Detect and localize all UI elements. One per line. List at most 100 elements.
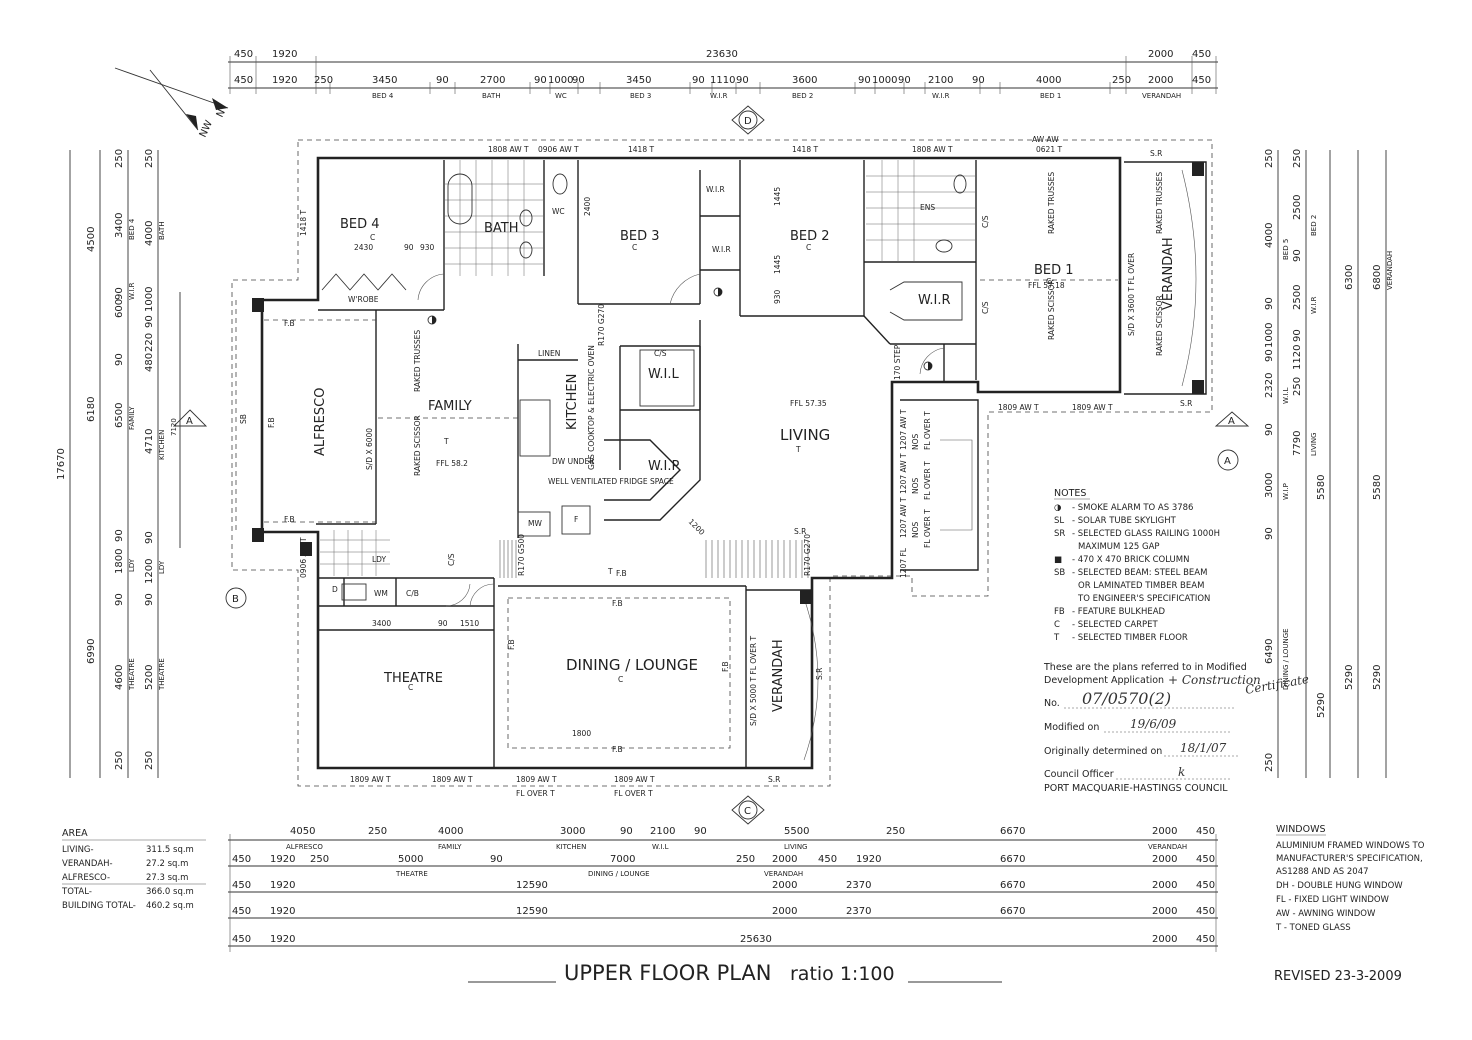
dim-bottom1: 6670 bbox=[1000, 826, 1025, 837]
notes-item: OR LAMINATED TIMBER BEAM bbox=[1078, 581, 1204, 591]
dim-top2: 1110 bbox=[710, 75, 735, 86]
area-value: 27.3 sq.m bbox=[146, 873, 188, 883]
dim-right-label: BED 5 bbox=[1282, 239, 1290, 260]
area-label: VERANDAH- bbox=[62, 859, 113, 869]
dim-right: 2500 bbox=[1292, 195, 1303, 220]
door-swing bbox=[445, 583, 471, 607]
dim-top-label: VERANDAH bbox=[1142, 92, 1181, 100]
room-dim: 90 bbox=[438, 619, 448, 628]
dim-left: 250 bbox=[114, 751, 125, 770]
dim-left: 90 bbox=[144, 315, 155, 328]
dim-bottom4: 450 bbox=[1196, 906, 1215, 917]
dim-bottom-label: W.I.L bbox=[652, 843, 669, 851]
dim-bottom1: 250 bbox=[886, 826, 905, 837]
dim-left-label: BED 4 bbox=[128, 218, 136, 240]
dim-bottom2: 250 bbox=[310, 854, 329, 865]
notes-item: - SELECTED CARPET bbox=[1072, 620, 1159, 630]
dim-bottom-label: ALFRESCO bbox=[286, 843, 323, 851]
floor-timber: T bbox=[795, 445, 801, 454]
step-note: 170 STEP bbox=[893, 344, 902, 380]
room-living: LIVING bbox=[780, 426, 830, 444]
dim-right: 6800 bbox=[1372, 265, 1383, 290]
section-marker-b: B bbox=[225, 587, 247, 609]
door-swing bbox=[669, 273, 701, 305]
windows-line: FL - FIXED LIGHT WINDOW bbox=[1276, 895, 1390, 905]
notes-item: - SMOKE ALARM TO AS 3786 bbox=[1072, 503, 1193, 513]
building-outline bbox=[231, 139, 1213, 787]
dim-top2: 3450 bbox=[626, 75, 651, 86]
notes-item: - SELECTED TIMBER FLOOR bbox=[1072, 633, 1188, 643]
dim-bottom4: 6670 bbox=[1000, 906, 1025, 917]
dim-left: 4600 bbox=[114, 665, 125, 690]
dim-bottom2: 1920 bbox=[856, 854, 881, 865]
dim-top2: 2000 bbox=[1148, 75, 1173, 86]
dim-left: 1800 bbox=[114, 549, 125, 574]
notes-legend: NOTES ◑ - SMOKE ALARM TO AS 3786 SL - SO… bbox=[1053, 488, 1220, 643]
room-theatre: THEATRE bbox=[383, 671, 443, 686]
dim-bottom1: 2100 bbox=[650, 826, 675, 837]
floor-carpet: C bbox=[1046, 277, 1051, 286]
notes-symbol: C bbox=[1054, 620, 1060, 630]
dim-bottom3: 2370 bbox=[846, 880, 871, 891]
dim-left: 90 bbox=[114, 529, 125, 542]
stamp-no-value: 07/0570(2) bbox=[1082, 689, 1171, 708]
window-tag: FL OVER T bbox=[923, 461, 932, 500]
dim-right: 5290 bbox=[1372, 665, 1383, 690]
toilet-icon bbox=[953, 174, 967, 194]
room-d: D bbox=[332, 585, 338, 594]
dim-bottom4: 1920 bbox=[270, 906, 295, 917]
room-f: F bbox=[574, 515, 578, 524]
dim-bottom5: 2000 bbox=[1152, 934, 1177, 945]
dim-bottom5: 450 bbox=[232, 934, 251, 945]
room-bath: BATH bbox=[484, 221, 519, 236]
dim-right: 5580 bbox=[1316, 475, 1327, 500]
floor-timber: T bbox=[443, 437, 449, 446]
room-ens: ENS bbox=[920, 203, 935, 212]
notes-item: TO ENGINEER'S SPECIFICATION bbox=[1077, 594, 1210, 604]
dim-left: 480 bbox=[144, 353, 155, 372]
glass-railing-tag: S.R bbox=[815, 668, 824, 680]
dim-top-label: BATH bbox=[482, 92, 501, 100]
bulkhead-tag: F.B bbox=[612, 745, 623, 754]
dim-bottom1: 3000 bbox=[560, 826, 585, 837]
windows-legend: WINDOWS ALUMINIUM FRAMED WINDOWS TO MANU… bbox=[1275, 824, 1425, 933]
window-tag: 1207 AW T bbox=[899, 409, 908, 450]
dim-right: 3000 bbox=[1264, 473, 1275, 498]
dim-bottom1: 5500 bbox=[784, 826, 809, 837]
window-tag: 0906 AW T bbox=[538, 145, 579, 154]
room-bed3: BED 3 bbox=[620, 229, 660, 244]
raked-scissor-verandah: RAKED SCISSOR bbox=[1155, 295, 1164, 356]
dim-bottom4: 2000 bbox=[1152, 906, 1177, 917]
dim-top-label: BED 2 bbox=[792, 92, 813, 100]
dim-bottom1: 90 bbox=[620, 826, 633, 837]
notes-symbol: ◑ bbox=[1054, 503, 1061, 513]
window-tag: 1207 AW T bbox=[899, 497, 908, 538]
window-tag: 1808 AW T bbox=[488, 145, 529, 154]
riser-note: R170 G500 bbox=[517, 534, 526, 576]
dim-top-label: W.I.R bbox=[932, 92, 950, 100]
section-marker-d: D bbox=[731, 105, 765, 135]
floor-timber: T bbox=[607, 567, 613, 576]
room-notes: C C C C C C T T T FFL 57.35 FFL 58.2 FFL… bbox=[354, 172, 1164, 738]
room-family: FAMILY bbox=[428, 399, 472, 414]
dim-bottom1: 2000 bbox=[1152, 826, 1177, 837]
window-tag: FL OVER T bbox=[516, 789, 555, 798]
room-dim: 930 bbox=[420, 243, 435, 252]
dim-right-label: W.I.P bbox=[1282, 483, 1290, 500]
stamp-original-label: Originally determined on bbox=[1044, 746, 1162, 757]
window-tags: 1808 AW T 0906 AW T 1418 T 1418 T 1808 A… bbox=[239, 135, 1192, 798]
floor-carpet: C bbox=[806, 243, 811, 252]
raked-trusses-bed1: RAKED TRUSSES bbox=[1047, 172, 1056, 234]
bulkhead-tag: F.B bbox=[507, 639, 516, 650]
room-wir-bed3: W.I.R bbox=[706, 185, 725, 194]
area-value: 366.0 sq.m bbox=[146, 887, 194, 897]
dim-left: 6990 bbox=[86, 639, 97, 664]
windows-line: AS1288 AND AS 2047 bbox=[1276, 867, 1369, 877]
dim-left: 6180 bbox=[86, 397, 97, 422]
window-tag: NOS bbox=[911, 433, 920, 450]
dim-left-extra: 7120 bbox=[170, 418, 178, 436]
dim-left: 220 bbox=[144, 333, 155, 352]
notes-item: MAXIMUM 125 GAP bbox=[1078, 542, 1160, 552]
dim-top2: 3600 bbox=[792, 75, 817, 86]
floor-carpet: C bbox=[632, 243, 637, 252]
